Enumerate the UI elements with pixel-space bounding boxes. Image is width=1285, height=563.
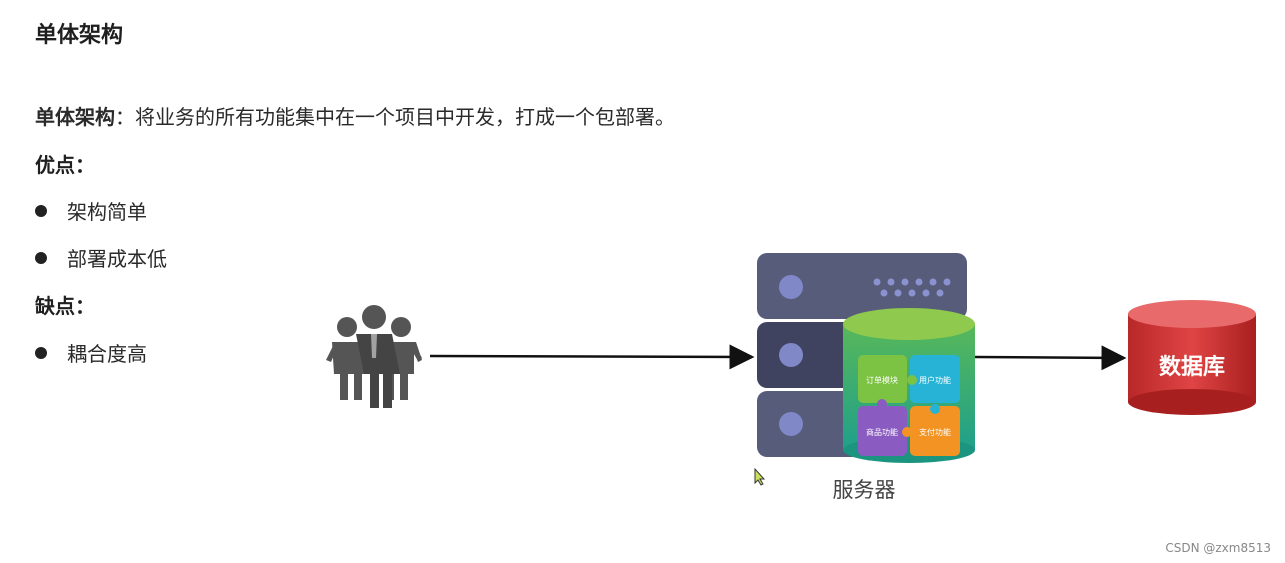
bullet-dot-icon	[35, 251, 47, 264]
cons-heading: 缺点：	[35, 294, 95, 318]
module-user-label: 用户功能	[919, 375, 951, 385]
module-payment: 支付功能	[910, 406, 960, 456]
module-user: 用户功能	[910, 355, 960, 403]
module-order-label: 订单模块	[866, 375, 898, 385]
cursor-icon	[754, 467, 766, 486]
users-group-icon	[326, 305, 422, 408]
bullet-dot-icon	[35, 346, 47, 359]
pros-item: 架构简单	[35, 196, 147, 225]
pros-heading: 优点：	[35, 153, 95, 177]
bullet-dot-icon	[35, 204, 47, 217]
cons-item-label: 耦合度高	[67, 342, 147, 366]
db-arrow	[974, 345, 1127, 371]
database-label: 数据库	[1159, 354, 1225, 380]
database-icon	[1128, 300, 1256, 415]
request-arrow	[429, 344, 755, 370]
module-order: 订单模块	[858, 355, 907, 403]
pros-item: 部署成本低	[35, 243, 167, 272]
watermark: CSDN @zxm8513	[1165, 541, 1271, 555]
module-payment-label: 支付功能	[919, 427, 951, 437]
pros-item-label: 架构简单	[67, 200, 147, 224]
page-title: 单体架构	[35, 23, 124, 48]
module-product: 商品功能	[858, 406, 907, 456]
server-label: 服务器	[833, 478, 896, 502]
pros-item-label: 部署成本低	[67, 247, 167, 271]
cons-item: 耦合度高	[35, 338, 147, 367]
description-text: ：将业务的所有功能集中在一个项目中开发，打成一个包部署。	[115, 105, 675, 129]
description-term: 单体架构	[35, 105, 115, 129]
module-product-label: 商品功能	[866, 427, 898, 437]
puzzle-connectors	[877, 375, 940, 437]
description: 单体架构：将业务的所有功能集中在一个项目中开发，打成一个包部署。	[35, 101, 675, 130]
